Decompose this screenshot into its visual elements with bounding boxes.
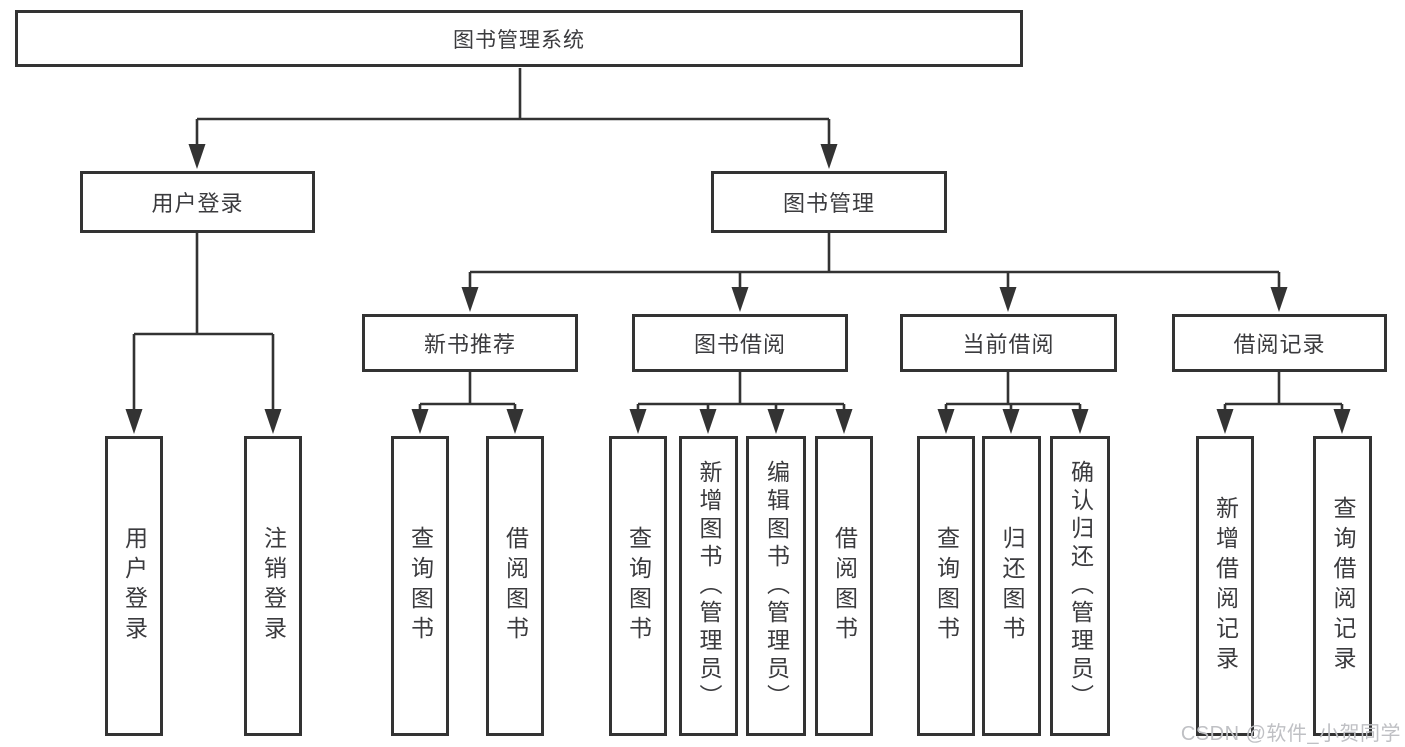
- leaf-query-books-3: 查询图书: [917, 436, 975, 736]
- node-root-system: 图书管理系统: [15, 10, 1023, 67]
- csdn-watermark: CSDN @软件_小贺同学: [1180, 723, 1401, 745]
- node-new-book-recommend-label: 新书推荐: [423, 332, 516, 357]
- node-book-borrow-label: 图书借阅: [693, 332, 786, 357]
- leaf-return-book: 归还图书: [982, 436, 1041, 736]
- node-new-book-recommend: 新书推荐: [362, 314, 578, 372]
- leaf-borrow-books-1: 借阅图书: [486, 436, 544, 736]
- node-book-borrow: 图书借阅: [632, 314, 848, 372]
- node-root-label: 图书管理系统: [453, 28, 585, 52]
- leaf-query-books-1: 查询图书: [391, 436, 449, 736]
- leaf-logout-label: 注销登录: [260, 526, 287, 646]
- leaf-add-borrow-record: 新增借阅记录: [1196, 436, 1254, 736]
- node-borrow-records-label: 借阅记录: [1233, 332, 1326, 357]
- leaf-borrow-books-2: 借阅图书: [815, 436, 873, 736]
- leaf-query-borrow-record: 查询借阅记录: [1313, 436, 1372, 736]
- leaf-user-login: 用户登录: [105, 436, 163, 736]
- node-user-login-label: 用户登录: [151, 191, 244, 216]
- leaf-query-borrow-record-label: 查询借阅记录: [1330, 496, 1356, 676]
- leaf-edit-book-admin-label: 编辑图书（管理员）: [763, 460, 790, 712]
- leaf-query-books-2: 查询图书: [609, 436, 667, 736]
- node-book-management-branch: 图书管理: [711, 171, 947, 233]
- leaf-user-login-label: 用户登录: [121, 526, 148, 646]
- leaf-add-borrow-record-label: 新增借阅记录: [1212, 496, 1239, 676]
- leaf-logout: 注销登录: [244, 436, 302, 736]
- leaf-borrow-books-2-label: 借阅图书: [831, 526, 858, 646]
- node-book-management-label: 图书管理: [782, 191, 875, 216]
- node-current-borrow: 当前借阅: [900, 314, 1117, 372]
- leaf-query-books-2-label: 查询图书: [625, 526, 652, 646]
- leaf-confirm-return-admin: 确认归还（管理员）: [1050, 436, 1110, 736]
- leaf-add-book-admin: 新增图书（管理员）: [679, 436, 738, 736]
- leaf-borrow-books-1-label: 借阅图书: [502, 526, 529, 646]
- leaf-query-books-3-label: 查询图书: [933, 526, 960, 646]
- leaf-return-book-label: 归还图书: [999, 526, 1025, 646]
- node-borrow-records: 借阅记录: [1172, 314, 1387, 372]
- leaf-confirm-return-admin-label: 确认归还（管理员）: [1067, 460, 1094, 712]
- leaf-edit-book-admin: 编辑图书（管理员）: [746, 436, 806, 736]
- leaf-add-book-admin-label: 新增图书（管理员）: [696, 460, 722, 712]
- node-user-login-branch: 用户登录: [80, 171, 315, 233]
- leaf-query-books-1-label: 查询图书: [407, 526, 434, 646]
- node-current-borrow-label: 当前借阅: [962, 332, 1055, 357]
